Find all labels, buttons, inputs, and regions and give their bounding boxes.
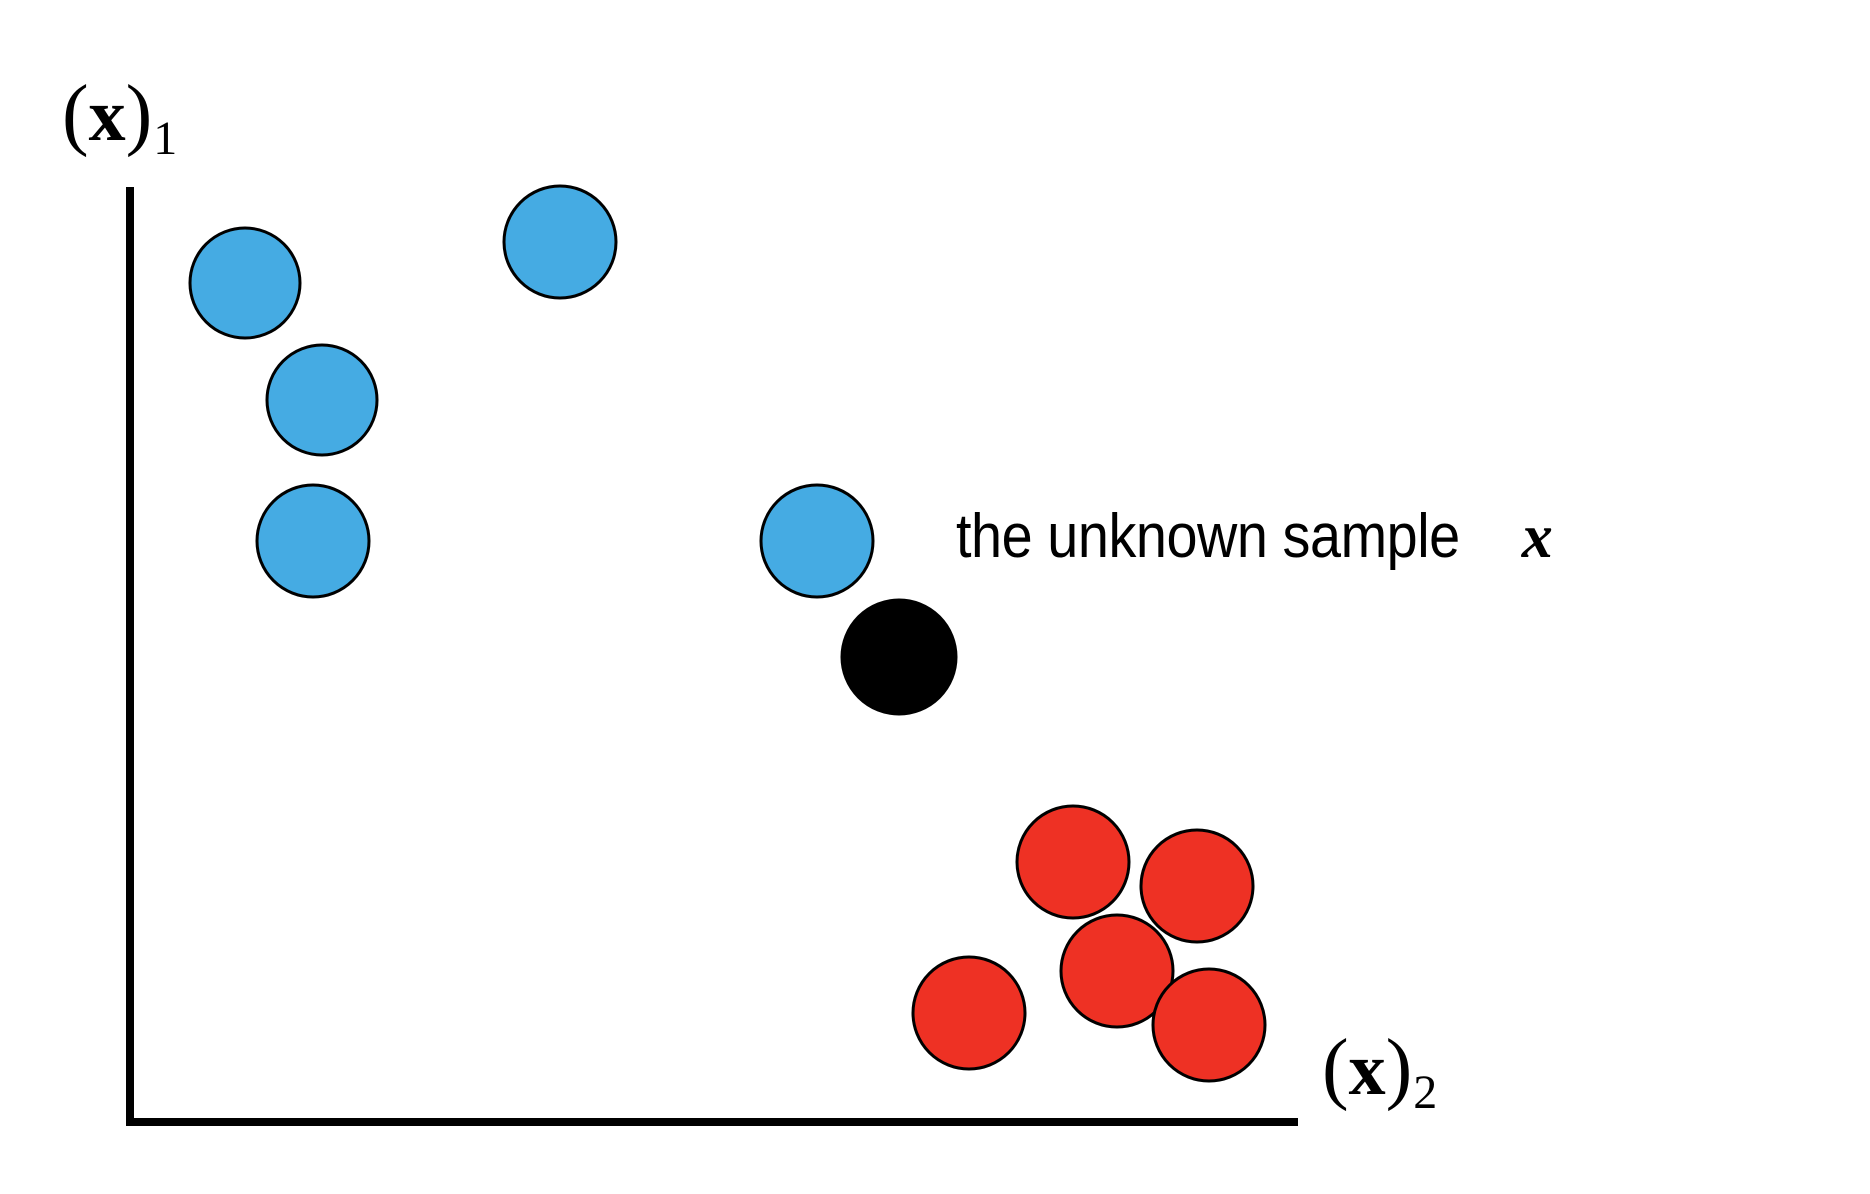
- data-point-class-blue-1: [188, 226, 302, 340]
- data-points-group: [188, 184, 1267, 1083]
- data-point-class-red-2: [1139, 828, 1255, 944]
- data-point-class-blue-3: [265, 343, 379, 457]
- y-label-vector-x: x: [88, 75, 126, 157]
- data-point-unknown-sample-1: [840, 598, 958, 716]
- y-label-close-paren: ): [125, 70, 153, 158]
- y-label-subscript: 1: [153, 112, 178, 165]
- annotation-phrase: the unknown sample: [956, 502, 1460, 571]
- data-point-class-blue-5: [759, 483, 875, 599]
- data-point-class-red-3: [1059, 913, 1175, 1029]
- data-point-class-blue-4: [255, 483, 371, 599]
- data-point-class-red-5: [1151, 967, 1267, 1083]
- axis-group: [126, 187, 1298, 1126]
- unknown-sample-annotation: the unknown sample x: [956, 504, 1553, 570]
- x-label-close-paren: ): [1385, 1024, 1413, 1112]
- y-axis-label: (x)1: [62, 74, 177, 163]
- annotation-symbol-x: x: [1521, 503, 1553, 571]
- data-point-class-red-1: [1015, 804, 1131, 920]
- y-label-open-paren: (: [62, 70, 89, 158]
- data-point-class-blue-2: [502, 184, 618, 300]
- x-axis-label: (x)2: [1322, 1028, 1437, 1117]
- x-label-vector-x: x: [1348, 1029, 1386, 1111]
- data-point-class-red-4: [911, 955, 1027, 1071]
- x-label-subscript: 2: [1413, 1066, 1438, 1119]
- x-label-open-paren: (: [1322, 1024, 1349, 1112]
